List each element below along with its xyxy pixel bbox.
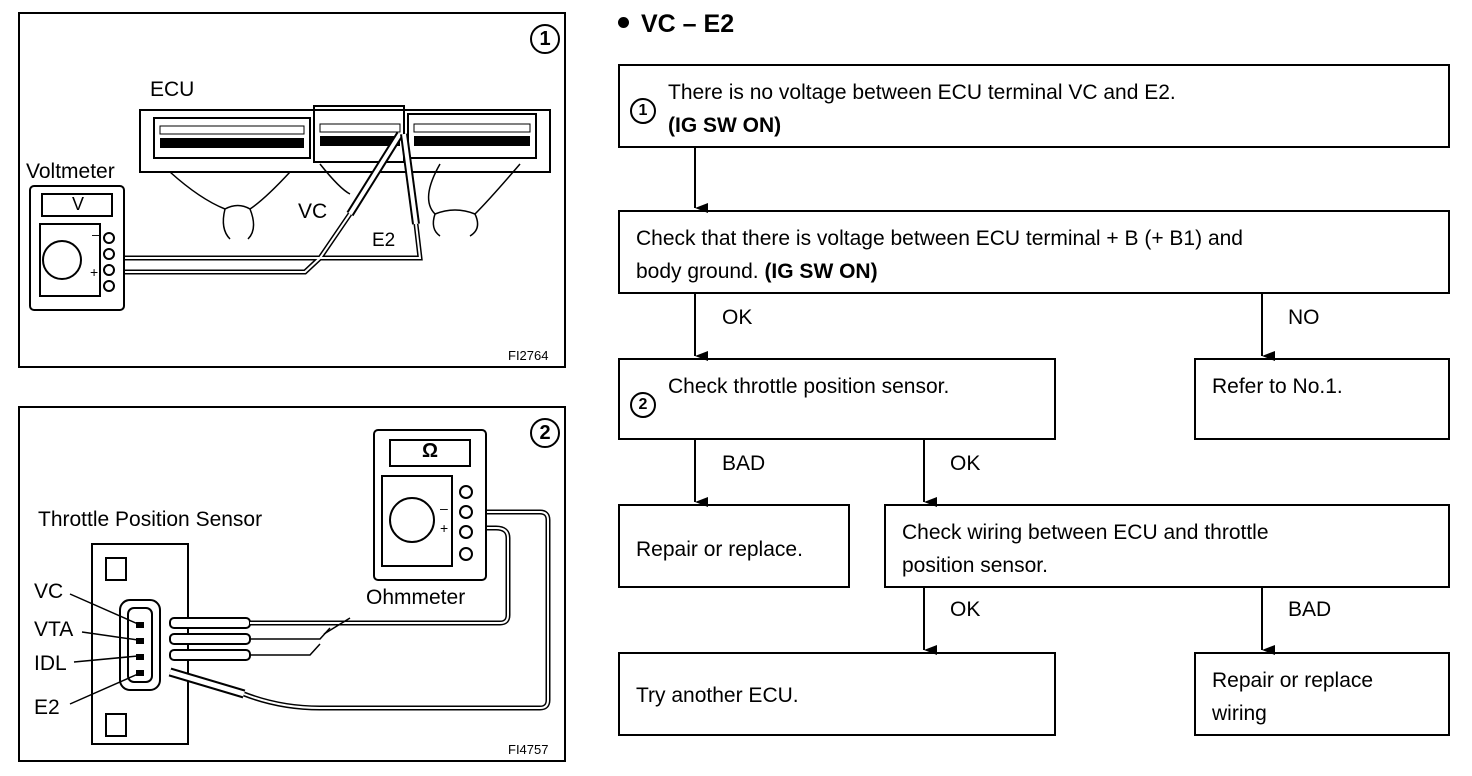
step-text: Check throttle position sensor. (668, 375, 950, 398)
terminal-label-e2: E2 (34, 696, 60, 719)
flowchart-heading: VC – E2 (618, 10, 734, 39)
step-box-no-voltage: 1 There is no voltage between ECU termin… (618, 64, 1450, 148)
figure-panel-resistance-check: 2 Throttle Position Sensor Ohmmeter Ω – … (18, 406, 566, 762)
branch-label-bad: BAD (1288, 598, 1332, 621)
step-text-line2: wiring (1212, 702, 1267, 725)
step-box-check-b-voltage: Check that there is voltage between ECU … (618, 210, 1450, 294)
ohmmeter (373, 429, 487, 581)
step-text-line2: body ground. (IG SW ON) (636, 255, 1243, 288)
step-condition: (IG SW ON) (764, 260, 878, 283)
voltmeter-plus-sign: + (90, 264, 99, 280)
step-text: Check wiring between ECU and throttle (902, 521, 1269, 544)
terminal-leader-lines (69, 593, 139, 705)
step-text: There is no voltage between ECU terminal… (668, 81, 1176, 104)
heading-text: VC – E2 (641, 10, 735, 38)
figure-code: FI4757 (508, 742, 549, 757)
step-box-check-sensor: 2 Check throttle position sensor. (618, 358, 1056, 440)
terminal-label-vc: VC (34, 580, 64, 603)
step-box-refer: Refer to No.1. (1194, 358, 1450, 440)
step-text: Refer to No.1. (1212, 375, 1343, 398)
step-box-check-wiring: Check wiring between ECU and throttle po… (884, 504, 1450, 588)
voltmeter-minus-sign: – (92, 226, 100, 242)
step-text: Repair or replace. (636, 538, 803, 561)
ecu-connector-pins (159, 123, 531, 148)
panel-number-badge: 1 (530, 24, 560, 54)
step-text: Check that there is voltage between ECU … (636, 227, 1243, 250)
sensor-terminal-pins (136, 622, 144, 676)
ecu-label: ECU (150, 78, 195, 101)
voltage-check-illustration (29, 105, 551, 311)
terminal-label-vta: VTA (34, 618, 74, 641)
panel-number-badge: 2 (530, 418, 560, 448)
voltmeter-unit-label: V (72, 194, 85, 214)
figure-code: FI2764 (508, 348, 549, 363)
terminal-label-idl: IDL (34, 652, 67, 675)
resistance-check-illustration (69, 429, 551, 745)
ohmmeter-label: Ohmmeter (366, 586, 466, 609)
sensor-label: Throttle Position Sensor (38, 508, 263, 531)
ohmmeter-unit-label: Ω (422, 440, 439, 462)
wire-harnesses (169, 163, 521, 240)
step-text: Try another ECU. (636, 684, 799, 707)
step-text-line2: position sensor. (902, 554, 1048, 577)
figure-panel-voltage-check: 1 ECU Voltmeter V – + VC E2 FI2764 (18, 12, 566, 368)
probe-vc-label: VC (298, 200, 328, 223)
test-probes (346, 131, 420, 225)
ohmmeter-plus-sign: + (440, 520, 449, 536)
branch-label-bad: BAD (722, 452, 766, 475)
voltmeter-label: Voltmeter (26, 160, 115, 183)
ohmmeter-minus-sign: – (440, 500, 448, 516)
branch-label-ok: OK (950, 598, 981, 621)
bullet-icon (618, 16, 629, 28)
step-box-try-ecu: Try another ECU. (618, 652, 1056, 736)
branch-label-ok: OK (722, 306, 753, 329)
step-number-badge: 2 (630, 392, 656, 419)
branch-label-no: NO (1288, 306, 1320, 329)
step-number-badge: 1 (630, 98, 656, 125)
step-text-plain: body ground. (636, 260, 765, 283)
step-box-repair-wiring: Repair or replace wiring (1194, 652, 1450, 736)
step-box-repair-replace: Repair or replace. (618, 504, 850, 588)
branch-label-ok: OK (950, 452, 981, 475)
voltmeter (29, 185, 125, 311)
sensor-probes (168, 617, 251, 699)
step-text: Repair or replace (1212, 669, 1374, 692)
step-condition: (IG SW ON) (668, 114, 782, 137)
probe-e2-label: E2 (372, 230, 396, 251)
